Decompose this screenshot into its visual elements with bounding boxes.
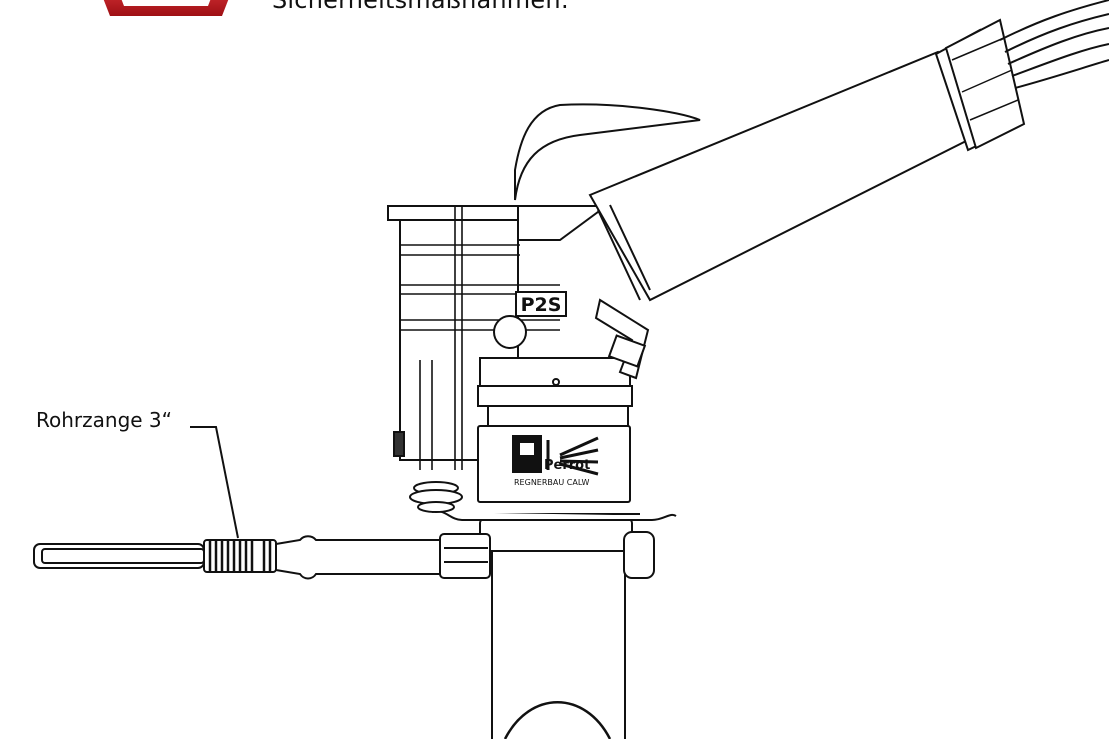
sprinkler-body bbox=[387, 205, 633, 513]
hose-wires bbox=[999, 0, 1109, 89]
pipe-wrench-icon bbox=[33, 533, 491, 580]
logo-tagline: REGNERBAU CALW bbox=[514, 478, 590, 487]
pipe-coupling bbox=[431, 510, 677, 579]
safety-measures-heading: Sicherheitsmaßnahmen: bbox=[272, 0, 570, 14]
base-nozzle bbox=[409, 481, 463, 513]
warning-icon bbox=[103, 0, 229, 16]
nozzle-collar bbox=[934, 18, 1026, 152]
pipe-wrench-label: Rohrzange 3“ bbox=[36, 408, 173, 432]
model-label: P2S bbox=[521, 294, 562, 316]
callout-leader bbox=[190, 426, 239, 539]
riser-pipe bbox=[491, 548, 626, 739]
sprinkler-arm bbox=[514, 50, 990, 380]
logo-brand: Perrot bbox=[544, 458, 590, 473]
perrot-logo: Perrot REGNERBAU CALW bbox=[512, 435, 599, 487]
model-label-box: P2S bbox=[515, 291, 567, 317]
